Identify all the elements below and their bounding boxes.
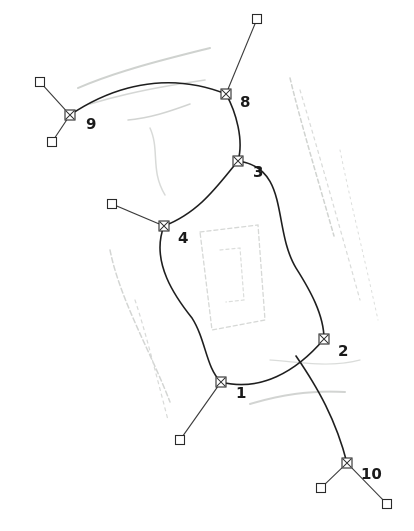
node-labels: 9 8 3 4 2 1 10 bbox=[86, 93, 382, 483]
handle-lines bbox=[39, 18, 388, 505]
handle-line-8 bbox=[225, 18, 258, 95]
curve-3-to-2 bbox=[237, 160, 325, 340]
sketch-stroke bbox=[109, 249, 171, 403]
node-9[interactable] bbox=[64, 109, 76, 121]
handle-line-4 bbox=[111, 203, 165, 227]
curve-9-to-8 bbox=[69, 82, 227, 116]
sketch-stroke bbox=[199, 224, 266, 331]
sketch-stroke bbox=[339, 149, 379, 321]
node-label-9: 9 bbox=[86, 115, 96, 133]
curve-to-10 bbox=[295, 355, 348, 464]
curve-1-to-2 bbox=[220, 338, 325, 386]
curve-3-to-4 bbox=[163, 160, 239, 227]
curve-4-to-1 bbox=[159, 225, 222, 383]
handle-point-1[interactable] bbox=[174, 434, 186, 446]
sketch-stroke bbox=[134, 299, 169, 421]
node-1[interactable] bbox=[215, 376, 227, 388]
node-label-2: 2 bbox=[338, 342, 348, 360]
sketch-stroke bbox=[127, 103, 191, 121]
sketch-stroke bbox=[269, 359, 361, 365]
handle-point-8[interactable] bbox=[251, 13, 263, 25]
node-3[interactable] bbox=[232, 155, 244, 167]
sketch-stroke bbox=[289, 77, 335, 237]
background-sketch bbox=[77, 47, 379, 421]
sketch-stroke bbox=[299, 89, 361, 301]
handle-line-1 bbox=[179, 381, 222, 441]
node-label-8: 8 bbox=[240, 93, 250, 111]
node-label-1: 1 bbox=[236, 384, 246, 402]
node-label-4: 4 bbox=[178, 229, 188, 247]
nodes bbox=[64, 88, 353, 469]
sketch-stroke bbox=[249, 390, 346, 405]
handle-point-9-b[interactable] bbox=[46, 136, 58, 148]
handle-point-10-a[interactable] bbox=[315, 482, 327, 494]
sketch-stroke bbox=[219, 247, 245, 303]
curve-8-to-3 bbox=[225, 93, 241, 162]
node-4[interactable] bbox=[158, 220, 170, 232]
sketch-stroke bbox=[149, 127, 166, 196]
node-8[interactable] bbox=[220, 88, 232, 100]
node-2[interactable] bbox=[318, 333, 330, 345]
handle-line-10-b bbox=[346, 462, 388, 505]
spline-curves bbox=[69, 82, 348, 464]
handle-point-10-b[interactable] bbox=[381, 498, 393, 510]
sketch-stroke bbox=[89, 79, 206, 105]
node-10[interactable] bbox=[341, 457, 353, 469]
node-label-3: 3 bbox=[253, 163, 263, 181]
sketch-stroke bbox=[77, 47, 211, 89]
node-label-10: 10 bbox=[361, 465, 382, 483]
handle-point-4[interactable] bbox=[106, 198, 118, 210]
handle-point-9-a[interactable] bbox=[34, 76, 46, 88]
handle-points bbox=[34, 13, 393, 510]
